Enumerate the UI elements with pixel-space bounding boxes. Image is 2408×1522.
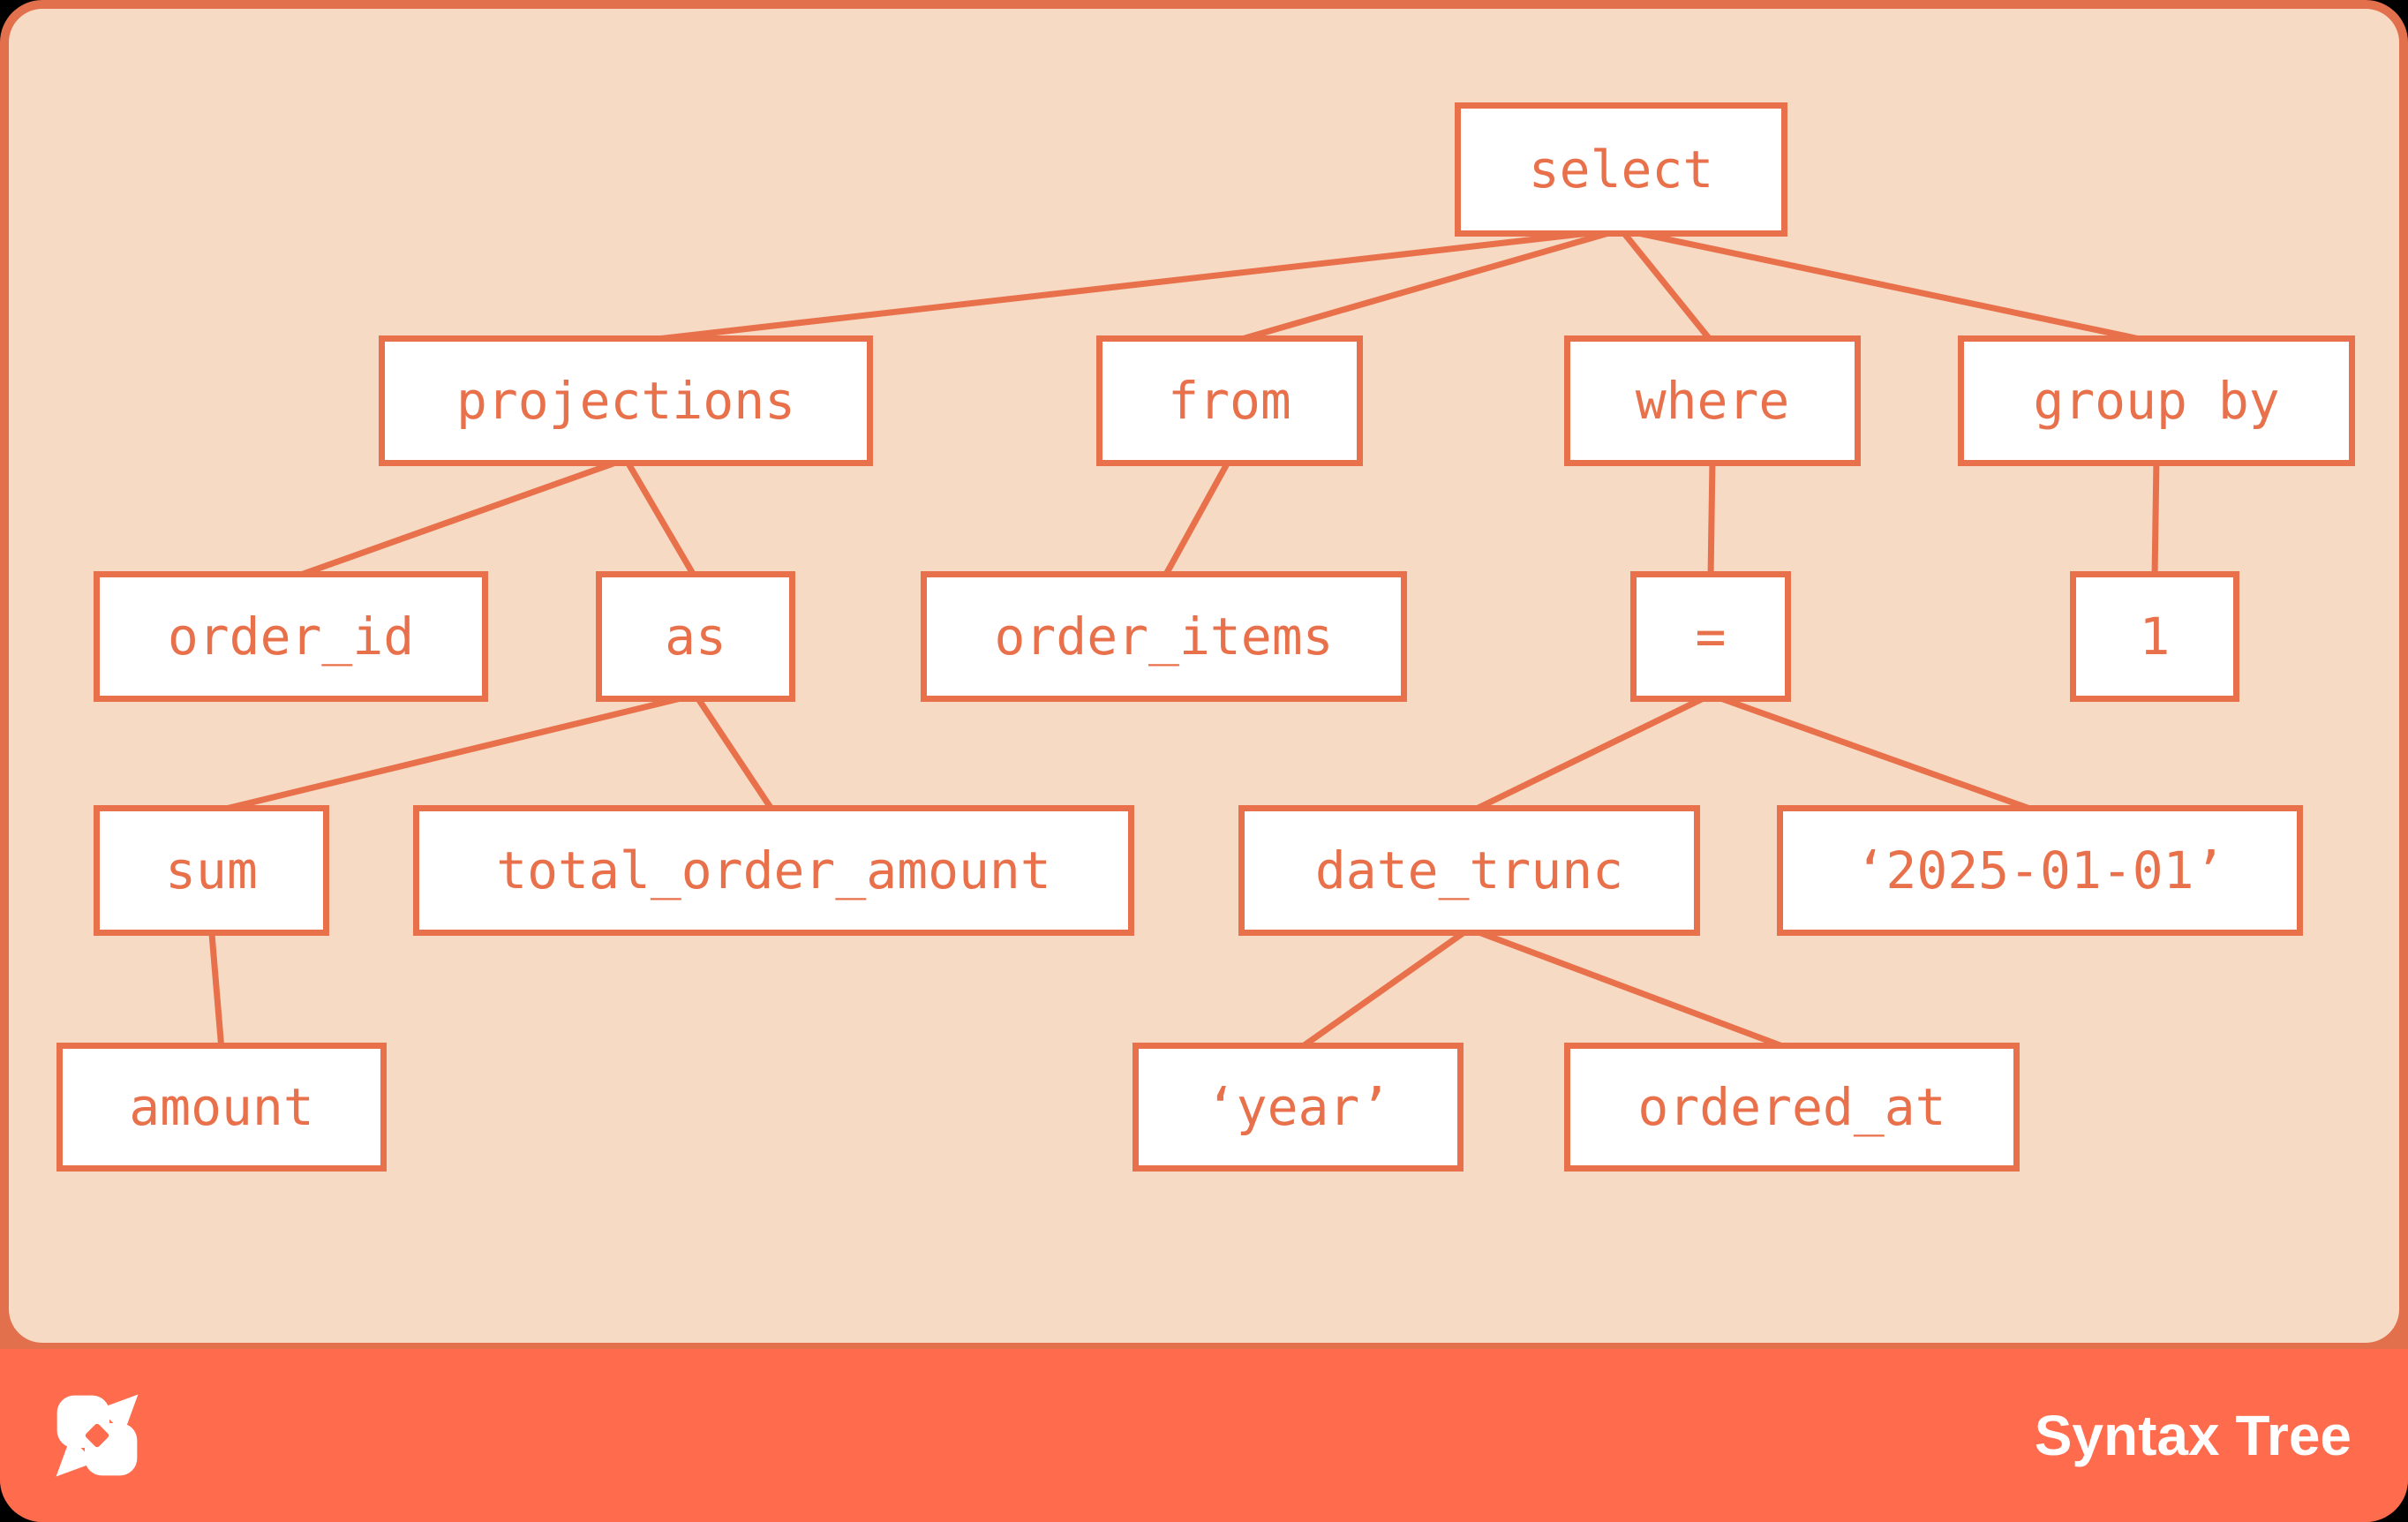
tree-node-from: from (1096, 335, 1363, 466)
tree-node-order_id: order_id (94, 571, 488, 702)
tree-node-amount: amount (56, 1043, 387, 1172)
tree-node-literal_year: ‘year’ (1133, 1043, 1464, 1172)
tree-edge-date_trunc-literal_year (1296, 926, 1471, 1052)
tree-edge-as-sum (210, 691, 696, 816)
tree-edge-eq-date_trunc (1467, 691, 1712, 816)
tree-node-date_trunc: date_trunc (1238, 805, 1700, 936)
tree-node-sum: sum (94, 805, 329, 936)
tree-node-eq: = (1630, 571, 1791, 702)
tree-edge-projections-as (622, 457, 699, 580)
tree-edge-from-order_items (1161, 457, 1233, 580)
tree-node-projections: projections (379, 335, 873, 466)
tree-edge-date_trunc-ordered_at (1468, 925, 1794, 1053)
tree-node-literal_2025: ‘2025-01-01’ (1777, 805, 2303, 936)
tree-edge-select-group_by (1620, 226, 2157, 346)
tree-node-as: as (596, 571, 795, 702)
tree-node-order_items: order_items (921, 571, 1407, 702)
tree-edge-as-total_order_amount (693, 693, 777, 814)
tree-node-one: 1 (2070, 571, 2239, 702)
tree-node-select: select (1455, 102, 1787, 237)
tree-node-ordered_at: ordered_at (1564, 1043, 2020, 1172)
tree-node-total_order_amount: total_order_amount (413, 805, 1134, 936)
tree-edge-group_by-one (2151, 458, 2160, 579)
footer-bar: Syntax Tree (0, 1349, 2408, 1522)
tree-edge-eq-literal_2025 (1709, 691, 2042, 816)
tree-edge-select-where (1618, 227, 1715, 345)
tree-node-where: where (1564, 335, 1861, 466)
tree-edge-select-projections (625, 226, 1622, 346)
tree-edge-projections-order_id (290, 456, 628, 582)
tree-node-group_by: group by (1958, 335, 2355, 466)
tree-edge-where-eq (1707, 458, 1716, 579)
footer-title: Syntax Tree (2034, 1404, 2352, 1467)
tree-edge-sum-amount (208, 928, 225, 1051)
dbt-logo-icon (56, 1394, 139, 1477)
tree-edge-select-from (1229, 226, 1622, 346)
